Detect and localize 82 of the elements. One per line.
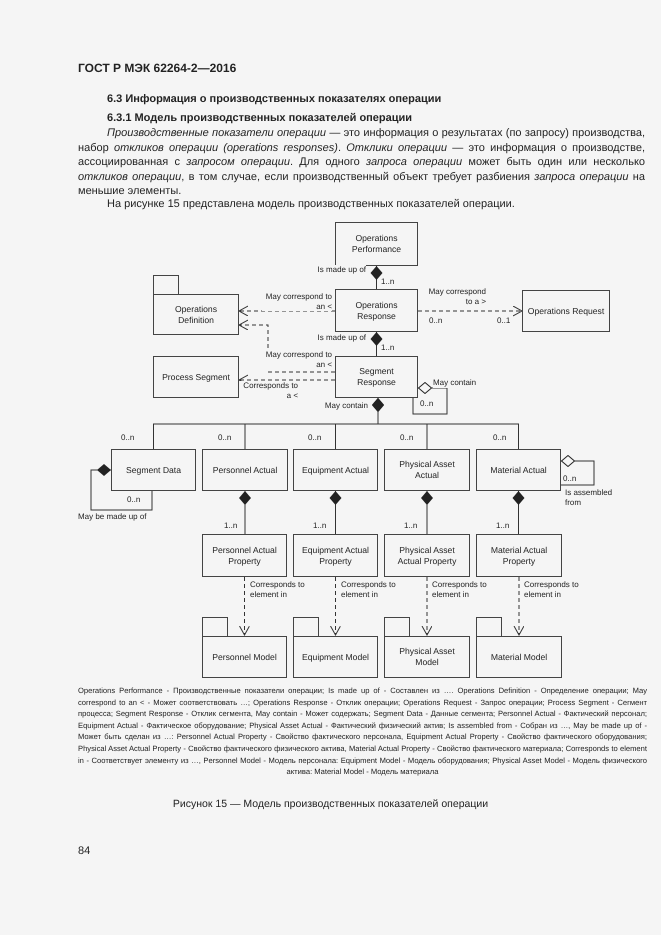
multiplicity-label: 0..n (127, 495, 140, 504)
dashed-arrow (514, 576, 524, 636)
multiplicity-label: 0..n (308, 433, 322, 442)
class-box (293, 534, 378, 577)
dashed-arrow (418, 306, 522, 316)
multiplicity-label: 0..n (429, 316, 442, 325)
class-name: Material Actual (489, 464, 548, 476)
class-box (153, 356, 239, 398)
association-line (239, 490, 251, 534)
multiplicity-label: 0..n (420, 399, 434, 408)
class-box (335, 222, 418, 266)
multiplicity-label: 1..n (381, 343, 394, 352)
association-line (421, 490, 433, 534)
class-box (335, 289, 418, 332)
multiplicity-label: 1..n (496, 521, 510, 530)
class-name: Operations Request (526, 306, 606, 316)
class-name: Personnel Actual (212, 464, 278, 476)
class-name: Material Model (490, 652, 548, 662)
package-symbol (384, 617, 470, 678)
heading: ГОСТ Р МЭК 62264-2—2016 (78, 60, 236, 77)
association-line (372, 398, 519, 450)
edge-label: Is assembled from (565, 488, 615, 507)
class-name: Process Segment (161, 372, 231, 382)
class-name: Segment Response (356, 366, 397, 388)
association-line (330, 490, 342, 534)
package-symbol (476, 617, 562, 678)
class-name: Segment Data (125, 464, 182, 476)
class-name: Personnel Model (211, 652, 278, 662)
multiplicity-label: 0..n (121, 433, 134, 442)
class-name: Personnel Actual Property (211, 544, 278, 566)
class-box (293, 449, 378, 491)
class-name: Operations Definition (174, 304, 218, 326)
class-name: Physical Asset Model (398, 646, 456, 668)
multiplicity-label: 1..n (313, 521, 326, 530)
association-line (412, 382, 448, 414)
dashed-arrow (422, 576, 432, 636)
multiplicity-label: 1..n (381, 277, 394, 286)
association-line (370, 332, 382, 356)
dashed-arrow (239, 576, 250, 636)
dashed-arrow (238, 320, 336, 372)
package-symbol (293, 617, 378, 678)
edge-label: May correspond to an < (262, 292, 332, 311)
multiplicity-label: 0..n (563, 474, 576, 483)
association-line (90, 464, 152, 510)
heading: 6.3 Информация о производственных показателях операции (107, 92, 442, 107)
edge-label: Corresponds to a < (240, 381, 298, 400)
class-name: Physical Asset Actual Property (396, 544, 458, 566)
package-symbol (153, 275, 239, 335)
multiplicity-label: 1..n (224, 521, 238, 530)
class-name: Equipment Actual (301, 464, 370, 476)
dashed-arrow (330, 576, 341, 636)
class-box (384, 449, 470, 491)
class-name: Material Actual Property (490, 544, 548, 566)
association-line (560, 455, 594, 486)
multiplicity-label: 1..n (404, 521, 418, 530)
multiplicity-label: 0..1 (497, 316, 510, 325)
class-box (202, 534, 287, 577)
class-name: Equipment Actual Property (301, 544, 370, 566)
class-box (522, 290, 610, 332)
class-box (476, 534, 562, 577)
heading: 6.3.1 Модель производственных показателей операции (107, 111, 412, 126)
dashed-arrow (238, 306, 336, 316)
class-box (476, 449, 561, 491)
class-name: Operations Response (354, 300, 399, 322)
class-name: Equipment Model (301, 652, 370, 662)
class-box (202, 449, 288, 491)
paragraph: Производственные показатели операции — это информация о результатах (по запросу) производства, набор откликов операции (operations responses). Отклики операции — это информация о производстве, ассоциированная с запросом операции. Для одного запроса операции может быть один или несколько откликов операции, в том случае, если производственный объект требует разбиения запроса операции на меньшие элементы. (78, 126, 645, 198)
paragraph: На рисунке 15 представлена модель производственных показателей операции. (107, 197, 515, 212)
association-line (370, 266, 382, 290)
class-box (335, 356, 418, 398)
association-line (512, 490, 524, 534)
page-number: 84 (78, 844, 90, 859)
package-symbol (202, 617, 287, 678)
class-box (111, 449, 196, 491)
multiplicity-label: 0..n (218, 433, 232, 442)
class-name: Operations Performance (350, 233, 402, 255)
multiplicity-label: 0..n (400, 433, 414, 442)
class-name: Physical Asset Actual (398, 459, 456, 481)
figure-caption: Рисунок 15 — Модель производственных показателей операции (172, 797, 490, 812)
class-box (384, 534, 470, 577)
multiplicity-label: 0..n (493, 433, 506, 442)
edge-label: May correspond to an < (264, 350, 332, 369)
